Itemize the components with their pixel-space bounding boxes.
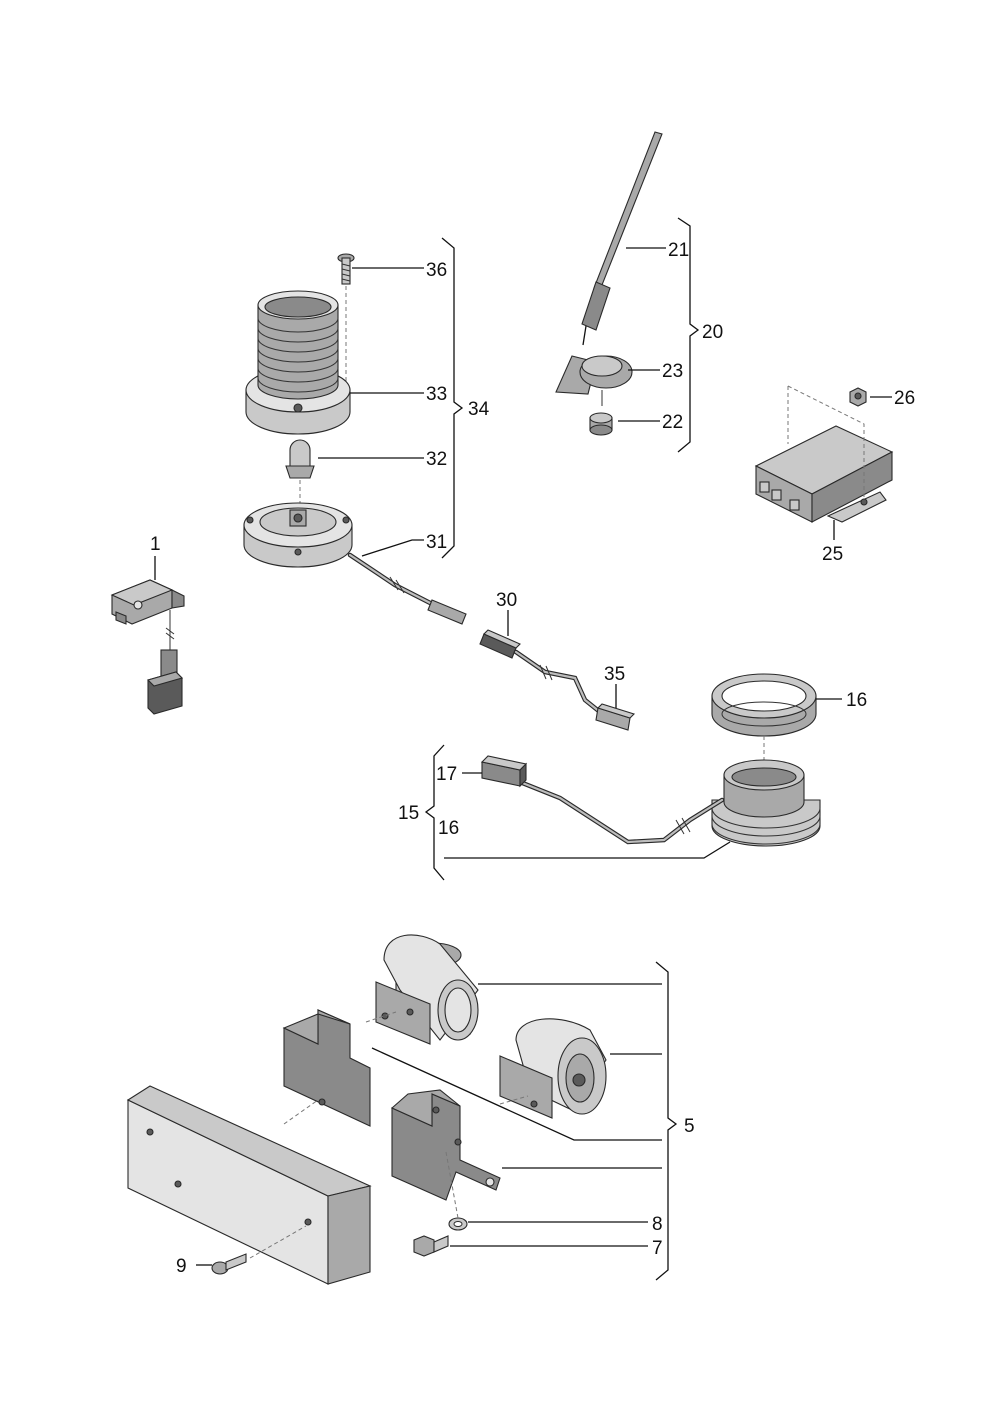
washer-part-8-icon xyxy=(448,1217,468,1231)
bracket-34 xyxy=(441,237,464,559)
leader-5c xyxy=(371,1047,662,1141)
callout-16-sounder: 16 xyxy=(438,818,459,839)
horn-large-icon xyxy=(375,934,479,1045)
callout-26: 26 xyxy=(894,388,915,409)
siren-body-part-33-icon xyxy=(245,290,351,435)
callout-8: 8 xyxy=(652,1214,663,1235)
callout-23: 23 xyxy=(662,361,683,382)
ring-nut-part-16-icon xyxy=(711,673,817,737)
bracket-u-icon xyxy=(282,1009,371,1127)
horn-small-icon xyxy=(499,1018,607,1119)
sounder-part-15-icon xyxy=(711,759,821,847)
callout-22: 22 xyxy=(662,412,683,433)
screw-part-9-icon xyxy=(211,1253,247,1275)
callout-32: 32 xyxy=(426,449,447,470)
connector-part-35-icon xyxy=(595,703,636,731)
callout-15: 15 xyxy=(398,803,419,824)
callout-34: 34 xyxy=(468,399,490,420)
callout-16-ring: 16 xyxy=(846,690,867,711)
antenna-base-part-23-icon xyxy=(555,355,633,406)
bracket-angle-icon xyxy=(390,1089,501,1201)
sensor-part-1-icon xyxy=(110,579,185,715)
base-part-31-icon xyxy=(243,502,467,625)
callout-17: 17 xyxy=(436,764,457,785)
connector-part-17-icon xyxy=(480,755,528,788)
callout-5: 5 xyxy=(684,1116,695,1137)
mounting-rail-icon xyxy=(126,1085,372,1285)
sounder-cable-icon xyxy=(517,779,725,845)
cable-part-30-icon xyxy=(479,629,603,715)
bracket-15 xyxy=(424,744,445,881)
callout-20: 20 xyxy=(702,322,723,343)
callout-7: 7 xyxy=(652,1238,663,1259)
leader-16b xyxy=(444,841,731,859)
callout-33: 33 xyxy=(426,384,447,405)
bracket-20 xyxy=(677,217,700,453)
nut-part-22-icon xyxy=(589,412,613,436)
callout-30: 30 xyxy=(496,590,517,611)
callout-31: 31 xyxy=(426,532,447,553)
callout-1: 1 xyxy=(150,534,161,555)
callout-35: 35 xyxy=(604,664,625,685)
antenna-rod-part-21-icon xyxy=(581,131,663,346)
callout-21: 21 xyxy=(668,240,689,261)
nut-part-26-icon xyxy=(849,387,867,407)
control-module-part-25-icon xyxy=(754,425,894,523)
callout-25: 25 xyxy=(822,544,843,565)
callout-36: 36 xyxy=(426,260,447,281)
bolt-part-7-icon xyxy=(413,1235,449,1257)
callout-9: 9 xyxy=(176,1256,187,1277)
bracket-5 xyxy=(655,961,678,1281)
leader-31 xyxy=(361,539,424,557)
screw-part-36-icon xyxy=(337,253,355,285)
bulb-part-32-icon xyxy=(285,439,315,479)
